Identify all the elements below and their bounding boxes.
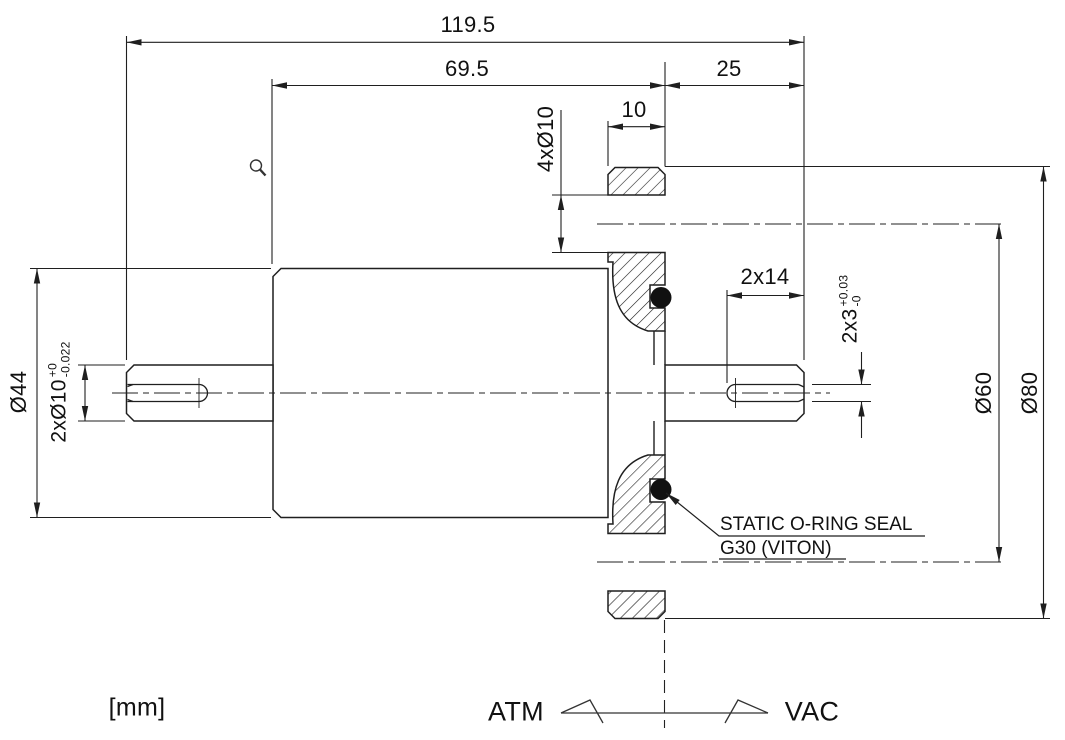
flange-lower-mid xyxy=(607,454,666,535)
right-keyway xyxy=(726,378,805,408)
dim-flange-diameter: Ø80 xyxy=(1017,371,1042,415)
flange-upper-mid xyxy=(607,251,666,332)
leader-line xyxy=(665,492,925,560)
oring-callout-line1: STATIC O-RING SEAL xyxy=(720,514,913,535)
magnifier-icon xyxy=(249,159,267,177)
vac-side-label: VAC xyxy=(784,696,840,727)
units-label: [mm] xyxy=(108,693,166,722)
dim-body-to-flange: 69.5 xyxy=(444,56,490,81)
flange-top-lobe xyxy=(607,166,666,196)
dim-keyway-width-sub: -0 xyxy=(849,295,863,307)
dimension-arrowheads xyxy=(33,39,1047,619)
dim-shaft-extension: 25 xyxy=(716,56,742,81)
dim-shaft-diameter-sub: -0.022 xyxy=(58,341,72,378)
flange-section xyxy=(607,166,666,620)
dim-keyway-width-sup: +0.03 xyxy=(836,274,851,307)
dim-bolt-holes: 4xØ10 xyxy=(533,105,558,173)
oring-callout-line2: G30 (VITON) xyxy=(720,538,832,559)
dim-shaft-diameter: 2xØ10+0-0.022 xyxy=(45,341,72,443)
centerlines xyxy=(112,223,1005,728)
atm-vac-symbols xyxy=(560,699,769,724)
atm-side-label: ATM xyxy=(488,696,544,727)
flange-bottom-lobe xyxy=(607,590,666,620)
dim-shaft-diameter-sup: +0 xyxy=(45,362,60,378)
o-ring-lower xyxy=(650,479,672,500)
extension-lines xyxy=(30,36,1050,620)
dim-shaft-diameter-main: 2xØ10 xyxy=(47,379,71,443)
dim-total-length: 119.5 xyxy=(440,12,496,37)
dim-flange-thickness: 10 xyxy=(621,97,647,122)
dim-keyway-width-main: 2x3 xyxy=(838,308,862,344)
o-ring-upper xyxy=(650,287,672,308)
vac-flag-icon xyxy=(724,699,769,724)
atm-flag-icon xyxy=(560,699,604,724)
dim-bolt-circle-diameter: Ø60 xyxy=(971,371,996,415)
dim-keyway-length: 2x14 xyxy=(740,264,790,289)
dim-body-diameter: Ø44 xyxy=(6,370,31,414)
dim-keyway-width: 2x3+0.03-0 xyxy=(836,274,863,344)
flange-bore-lines xyxy=(653,331,666,455)
leader-arrowhead xyxy=(666,493,680,505)
